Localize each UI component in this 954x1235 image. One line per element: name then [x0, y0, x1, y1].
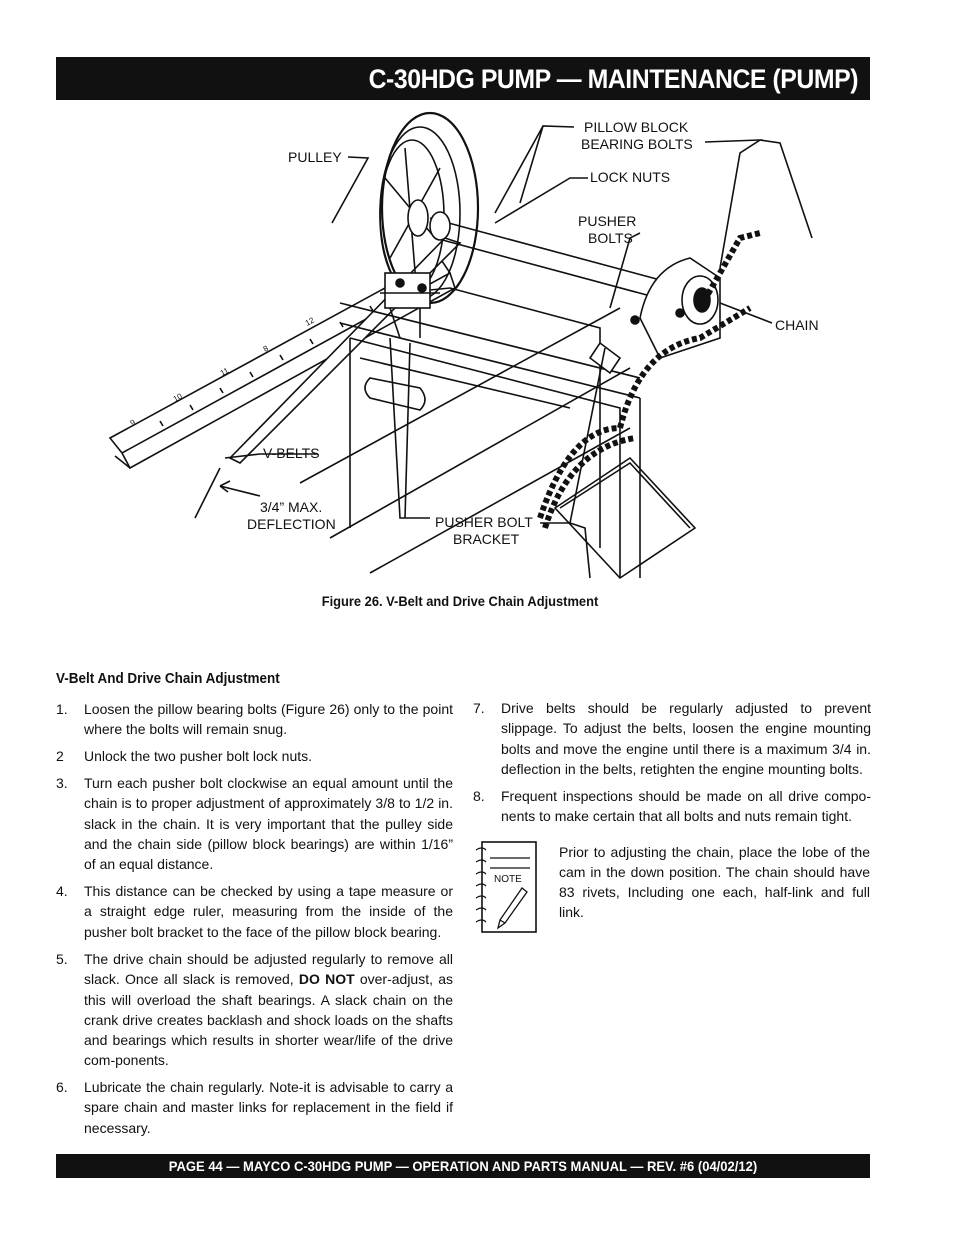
svg-text:10: 10	[172, 391, 185, 403]
step-text-part: over-adjust, as this will overload the s…	[84, 971, 453, 1069]
figure-drawing: 9 10 11 8 12	[108, 111, 813, 580]
notepad-icon: NOTE	[475, 841, 537, 933]
label-v-belts: V-BELTS	[263, 445, 320, 461]
step-text: Drive belts should be regularly adjusted…	[501, 700, 871, 777]
svg-text:9: 9	[129, 417, 138, 427]
step-text: Lubricate the chain regularly. Note-it i…	[84, 1079, 453, 1136]
label-pusher-bolt: PUSHER BOLT	[435, 514, 533, 530]
step-text-emphasis: DO NOT	[298, 971, 355, 988]
step-number: 4.	[56, 883, 68, 899]
step-text: Frequent inspections should be made on a…	[501, 788, 871, 825]
svg-text:11: 11	[219, 366, 231, 378]
label-bearing-bolts: BEARING BOLTS	[581, 136, 693, 152]
step-text: This distance can be checked by using a …	[84, 883, 453, 940]
svg-text:8: 8	[262, 343, 271, 353]
page-header-bar: C-30HDG PUMP — MAINTENANCE (PUMP)	[56, 57, 870, 100]
label-pillow-block: PILLOW BLOCK	[584, 119, 689, 135]
step-number: 6.	[56, 1079, 68, 1095]
step-text: Loosen the pillow bearing bolts (Figure …	[84, 701, 453, 738]
label-chain: CHAIN	[775, 317, 819, 333]
note-icon-label: NOTE	[494, 874, 522, 885]
page-footer-bar: PAGE 44 — MAYCO C-30HDG PUMP — OPERATION…	[56, 1154, 870, 1178]
step-number: 7.	[473, 700, 485, 716]
label-bolts: BOLTS	[588, 230, 633, 246]
step-number: 5.	[56, 951, 68, 967]
label-pusher: PUSHER	[578, 213, 637, 229]
note-icon: NOTE	[474, 840, 538, 934]
step-text: Unlock the two pusher bolt lock nuts.	[84, 748, 313, 764]
label-bracket: BRACKET	[453, 531, 520, 547]
note-text: Prior to adjusting the chain, place the …	[559, 844, 870, 920]
step-number: 2	[56, 748, 64, 764]
step-number: 8.	[473, 788, 485, 804]
step-text: The drive chain should be adjusted regul…	[84, 949, 453, 1071]
step-number: 3.	[56, 775, 68, 791]
step-text-part: The drive chain should be adjusted regul…	[84, 951, 453, 988]
section-title: V-Belt And Drive Chain Adjustment	[56, 671, 280, 687]
label-max-deflection: 3/4” MAX.	[260, 499, 323, 515]
label-deflection: DEFLECTION	[247, 516, 336, 532]
figure-vbelt-chain: 9 10 11 8 12 PULLEY PILLOW BLOCK BEARING…	[100, 108, 840, 583]
step-number: 1.	[56, 701, 68, 717]
label-lock-nuts: LOCK NUTS	[590, 169, 671, 185]
label-pulley: PULLEY	[288, 149, 342, 165]
figure-caption: Figure 26. V-Belt and Drive Chain Adjust…	[321, 593, 599, 609]
step-text: Turn each pusher bolt clockwise an equal…	[84, 775, 453, 873]
page-footer-text: PAGE 44 — MAYCO C-30HDG PUMP — OPERATION…	[168, 1158, 758, 1174]
page-title: C-30HDG PUMP — MAINTENANCE (PUMP)	[368, 64, 859, 94]
